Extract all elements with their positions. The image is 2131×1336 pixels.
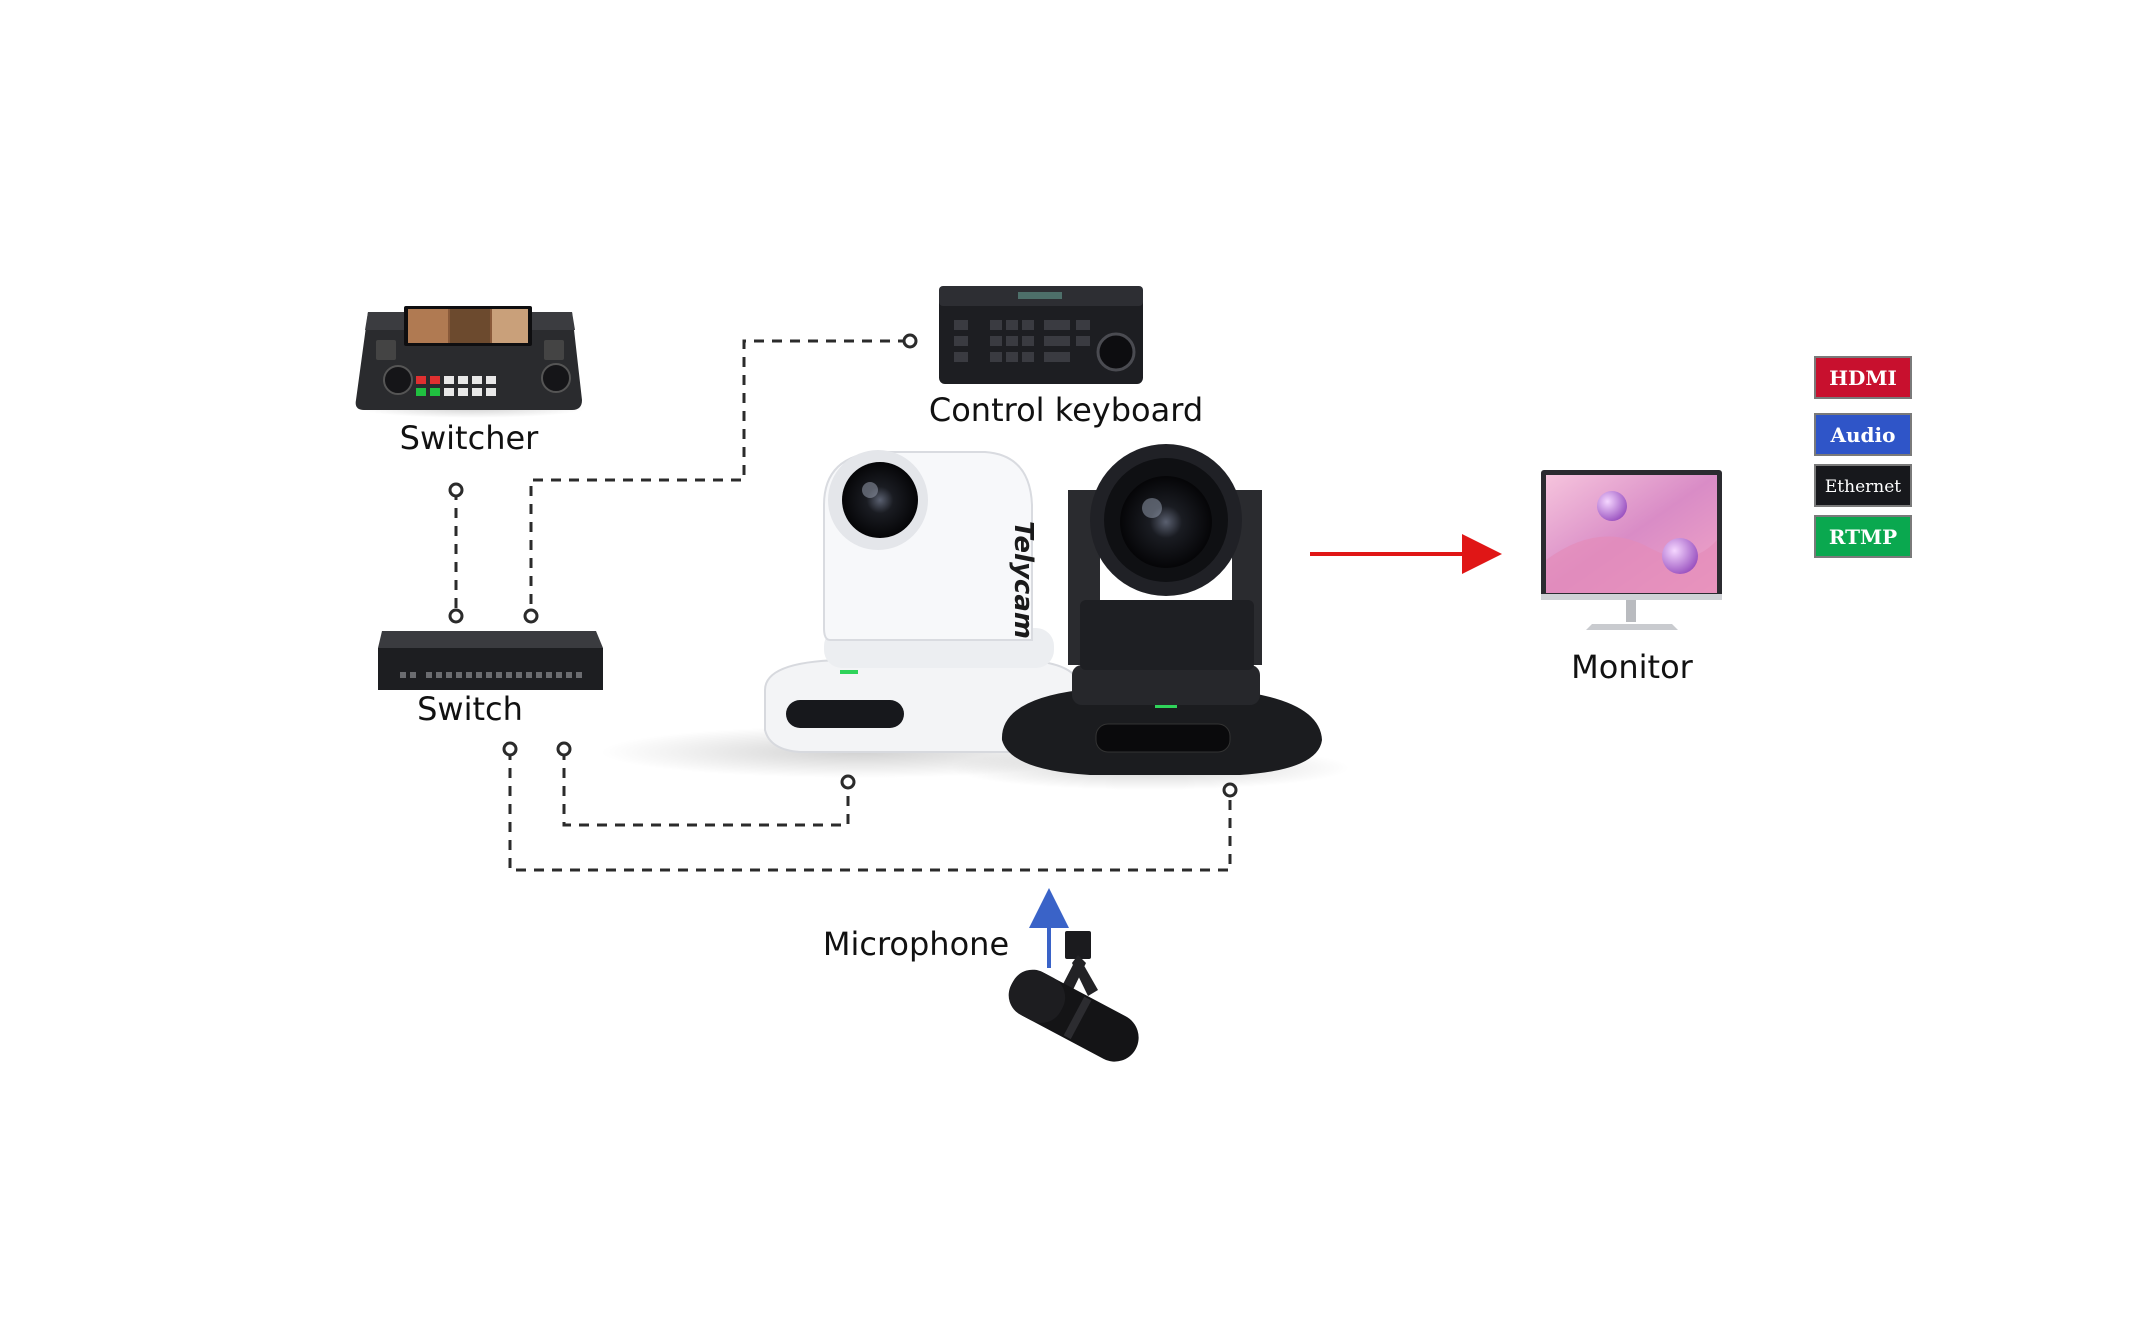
port-keyboard <box>902 333 918 349</box>
legend-item-audio: Audio <box>1814 413 1912 456</box>
legend-label-ethernet: Ethernet <box>1825 477 1901 497</box>
switch-label: Switch <box>417 690 523 728</box>
switcher-device-image <box>355 306 587 418</box>
monitor-label: Monitor <box>1571 648 1693 686</box>
switch-device-image <box>378 631 603 690</box>
legend-swatch-hdmi <box>1814 356 1912 399</box>
port-switch-b <box>523 608 539 624</box>
switcher-label: Switcher <box>400 419 539 457</box>
legend-swatch-ethernet <box>1814 464 1912 507</box>
wire-switch-black-camera <box>508 750 1232 872</box>
legend-label-audio: Audio <box>1830 423 1896 447</box>
monitor-image <box>1541 470 1722 630</box>
camera-brand-text: Telycam <box>1008 521 1038 639</box>
legend-swatch-rtmp <box>1814 515 1912 558</box>
wire-switch-white-camera <box>562 750 850 827</box>
legend-item-ethernet: Ethernet <box>1814 464 1912 507</box>
control-keyboard-image <box>939 286 1143 384</box>
legend-label-rtmp: RTMP <box>1829 525 1897 549</box>
microphone-label: Microphone <box>823 925 1009 963</box>
port-switch-c <box>502 741 518 757</box>
legend-item-hdmi: HDMI <box>1814 356 1912 399</box>
microphone-image <box>1008 931 1139 1062</box>
port-switcher <box>448 482 464 498</box>
control-keyboard-label: Control keyboard <box>929 391 1203 429</box>
legend-label-hdmi: HDMI <box>1829 366 1897 390</box>
port-switch-d <box>556 741 572 757</box>
ethernet-connections <box>448 333 1238 872</box>
legend-item-rtmp: RTMP <box>1814 515 1912 558</box>
black-ptz-camera-image <box>950 444 1350 790</box>
legend-swatch-audio <box>1814 413 1912 456</box>
wire-keyboard-switch <box>529 339 908 615</box>
port-switch-a <box>448 608 464 624</box>
legend: HDMI Audio Ethernet RTMP <box>1814 356 1912 558</box>
